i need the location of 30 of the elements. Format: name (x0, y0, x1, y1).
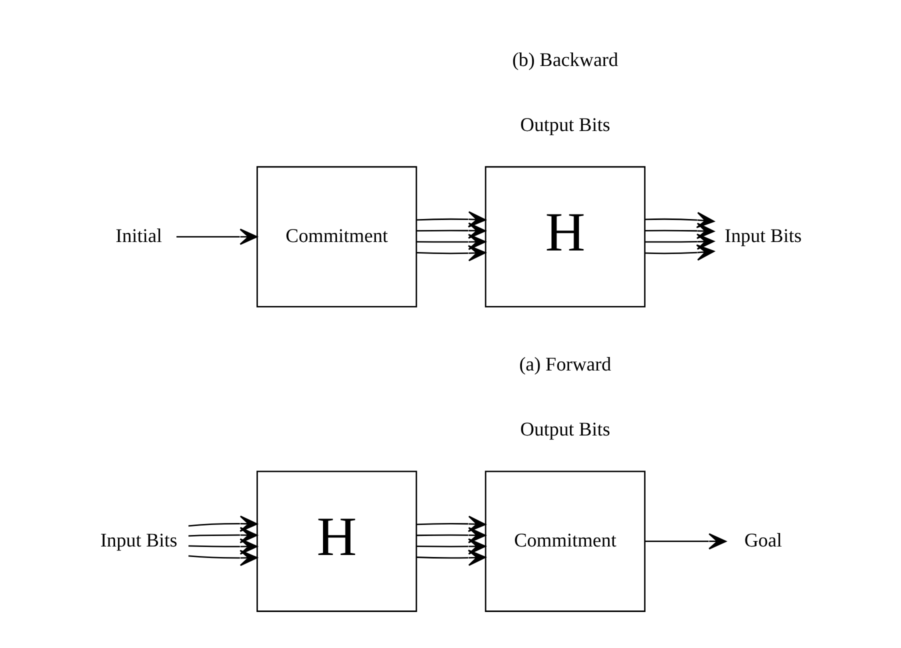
arrow (188, 550, 258, 566)
node-box: H (484, 166, 645, 308)
arrow (644, 222, 714, 240)
arrow (416, 245, 486, 262)
node-box: H (256, 470, 417, 612)
label: Output Bits (520, 420, 610, 441)
node-box: Commitment (484, 470, 645, 612)
arrow (644, 533, 726, 550)
arrow (188, 516, 258, 532)
arrow (188, 526, 258, 544)
arrow (644, 212, 714, 228)
arrow (644, 234, 714, 250)
arrow (644, 244, 714, 261)
label: (a) Forward (518, 354, 611, 376)
arrow (416, 538, 486, 555)
node-text: Input Bits (724, 226, 802, 247)
node-text: Input Bits (100, 530, 177, 552)
node-text: Goal (744, 530, 782, 552)
arrow (416, 234, 486, 250)
arrow (176, 228, 258, 245)
node-text: Initial (115, 226, 162, 247)
label: Output Bits (520, 115, 610, 136)
arrow (188, 538, 258, 555)
arrow (416, 222, 486, 239)
arrow (416, 550, 486, 566)
arrow (416, 516, 486, 532)
arrow (416, 211, 486, 228)
arrow (416, 527, 486, 544)
node-box: Commitment (256, 166, 417, 308)
label: (b) Backward (512, 50, 618, 72)
